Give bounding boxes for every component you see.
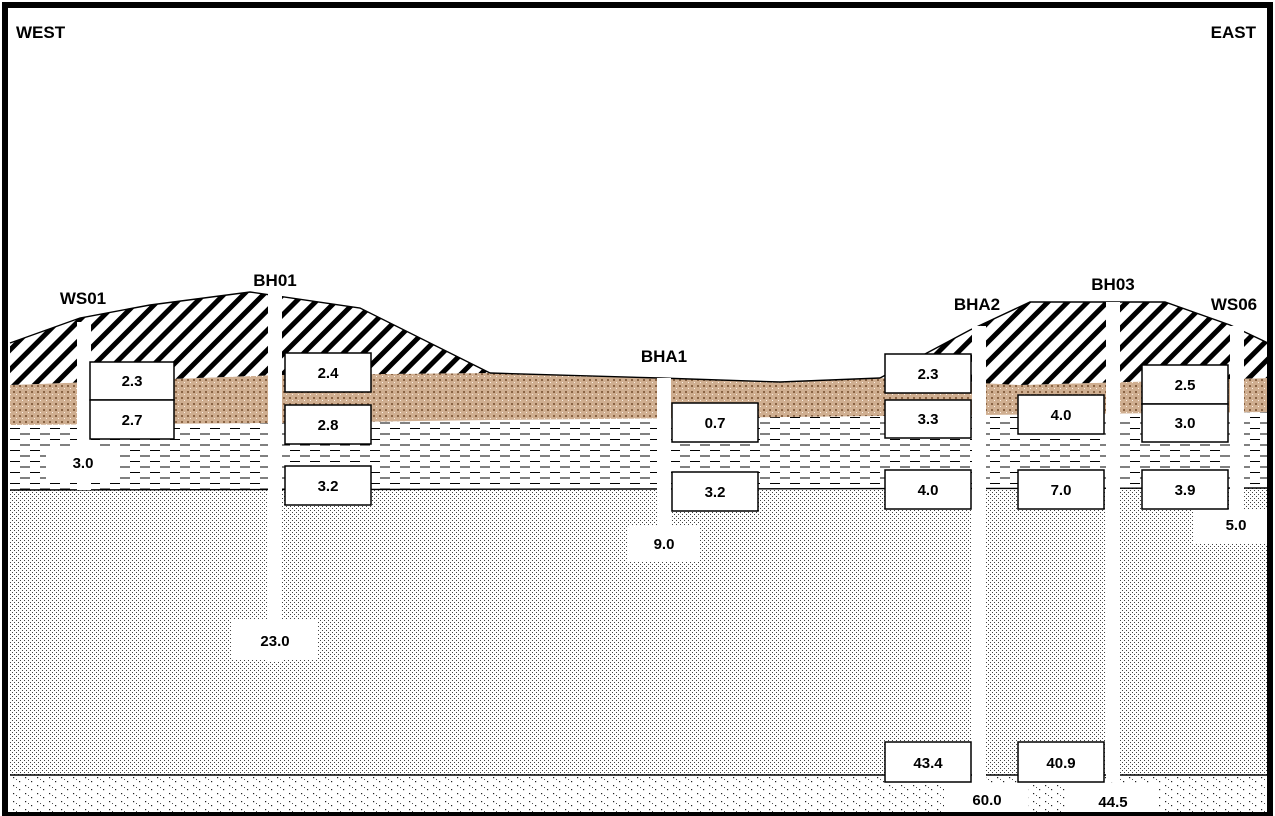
thickness-value: 3.9 [1175,482,1196,499]
thickness-box [284,352,372,393]
borehole-name: WS06 [1211,295,1257,314]
thickness-box [89,399,175,440]
depth-label-background [46,446,120,480]
borehole-ws06: 5.0 WS06 2.5 3.0 3.9 [1141,295,1268,544]
borehole-ws01: 3.0 WS01 2.3 2.7 [46,289,175,490]
thickness-box [1141,403,1229,443]
thickness-value: 3.2 [318,478,339,495]
borehole-depth: 44.5 [1098,794,1127,811]
thickness-box [1141,364,1229,405]
thickness-value: 2.7 [122,412,143,429]
thickness-value: 2.8 [318,417,339,434]
borehole-depth: 5.0 [1226,517,1247,534]
borehole-depth: 23.0 [260,633,289,650]
thickness-box [1017,469,1105,510]
thickness-value: 3.3 [918,411,939,428]
thickness-value: 40.9 [1046,755,1075,772]
borehole-name: BH03 [1091,275,1134,294]
borehole-depth: 9.0 [654,536,675,553]
borehole-column [972,326,986,786]
thickness-value: 0.7 [705,415,726,432]
thickness-box [89,361,175,401]
thickness-box [1141,469,1229,510]
thickness-value: 2.5 [1175,377,1196,394]
thickness-value: 2.3 [918,366,939,383]
thickness-box [884,469,972,510]
thickness-value: 7.0 [1051,482,1072,499]
thickness-box [671,402,759,443]
thickness-box [671,471,759,512]
borehole-bha1: 9.0 BHA1 0.7 3.2 [628,347,759,561]
thickness-box [284,465,372,506]
depth-label-background [232,620,318,660]
depth-label-background [1066,784,1158,814]
sand-layer [10,488,1268,775]
thickness-value: 43.4 [913,755,943,772]
depth-label-background [1194,510,1268,544]
borehole-name: BHA2 [954,295,1000,314]
borehole-column [657,378,671,528]
thickness-value: 3.0 [1175,415,1196,432]
borehole-column [268,292,282,662]
borehole-name: WS01 [60,289,106,308]
thickness-value: 3.2 [705,484,726,501]
thickness-value: 2.4 [318,365,340,382]
borehole-bh03: 44.5 BH03 4.0 7.0 40.9 [1017,275,1158,814]
borehole-bh01: 23.0 BH01 2.4 2.8 3.2 [232,271,372,662]
thickness-box [884,353,972,394]
thickness-value: 2.3 [122,373,143,390]
thickness-value: 4.0 [1051,407,1072,424]
borehole-name: BHA1 [641,347,687,366]
borehole-name: BH01 [253,271,296,290]
borehole-column [1230,326,1244,516]
thickness-box [884,399,972,439]
borehole-depth: 3.0 [73,455,94,472]
thickness-box [1017,741,1105,783]
borehole-depth: 60.0 [972,792,1001,809]
depth-label-background [628,525,700,561]
thickness-box [1017,394,1105,435]
thickness-box [284,404,372,445]
thickness-box [884,741,972,783]
thickness-value: 4.0 [918,482,939,499]
borehole-column [1106,302,1120,782]
depth-label-background [944,784,1028,814]
west-label: WEST [16,23,66,42]
borehole-bha2: 60.0 BHA2 2.3 3.3 4.0 43.4 [884,295,1028,814]
east-label: EAST [1211,23,1257,42]
